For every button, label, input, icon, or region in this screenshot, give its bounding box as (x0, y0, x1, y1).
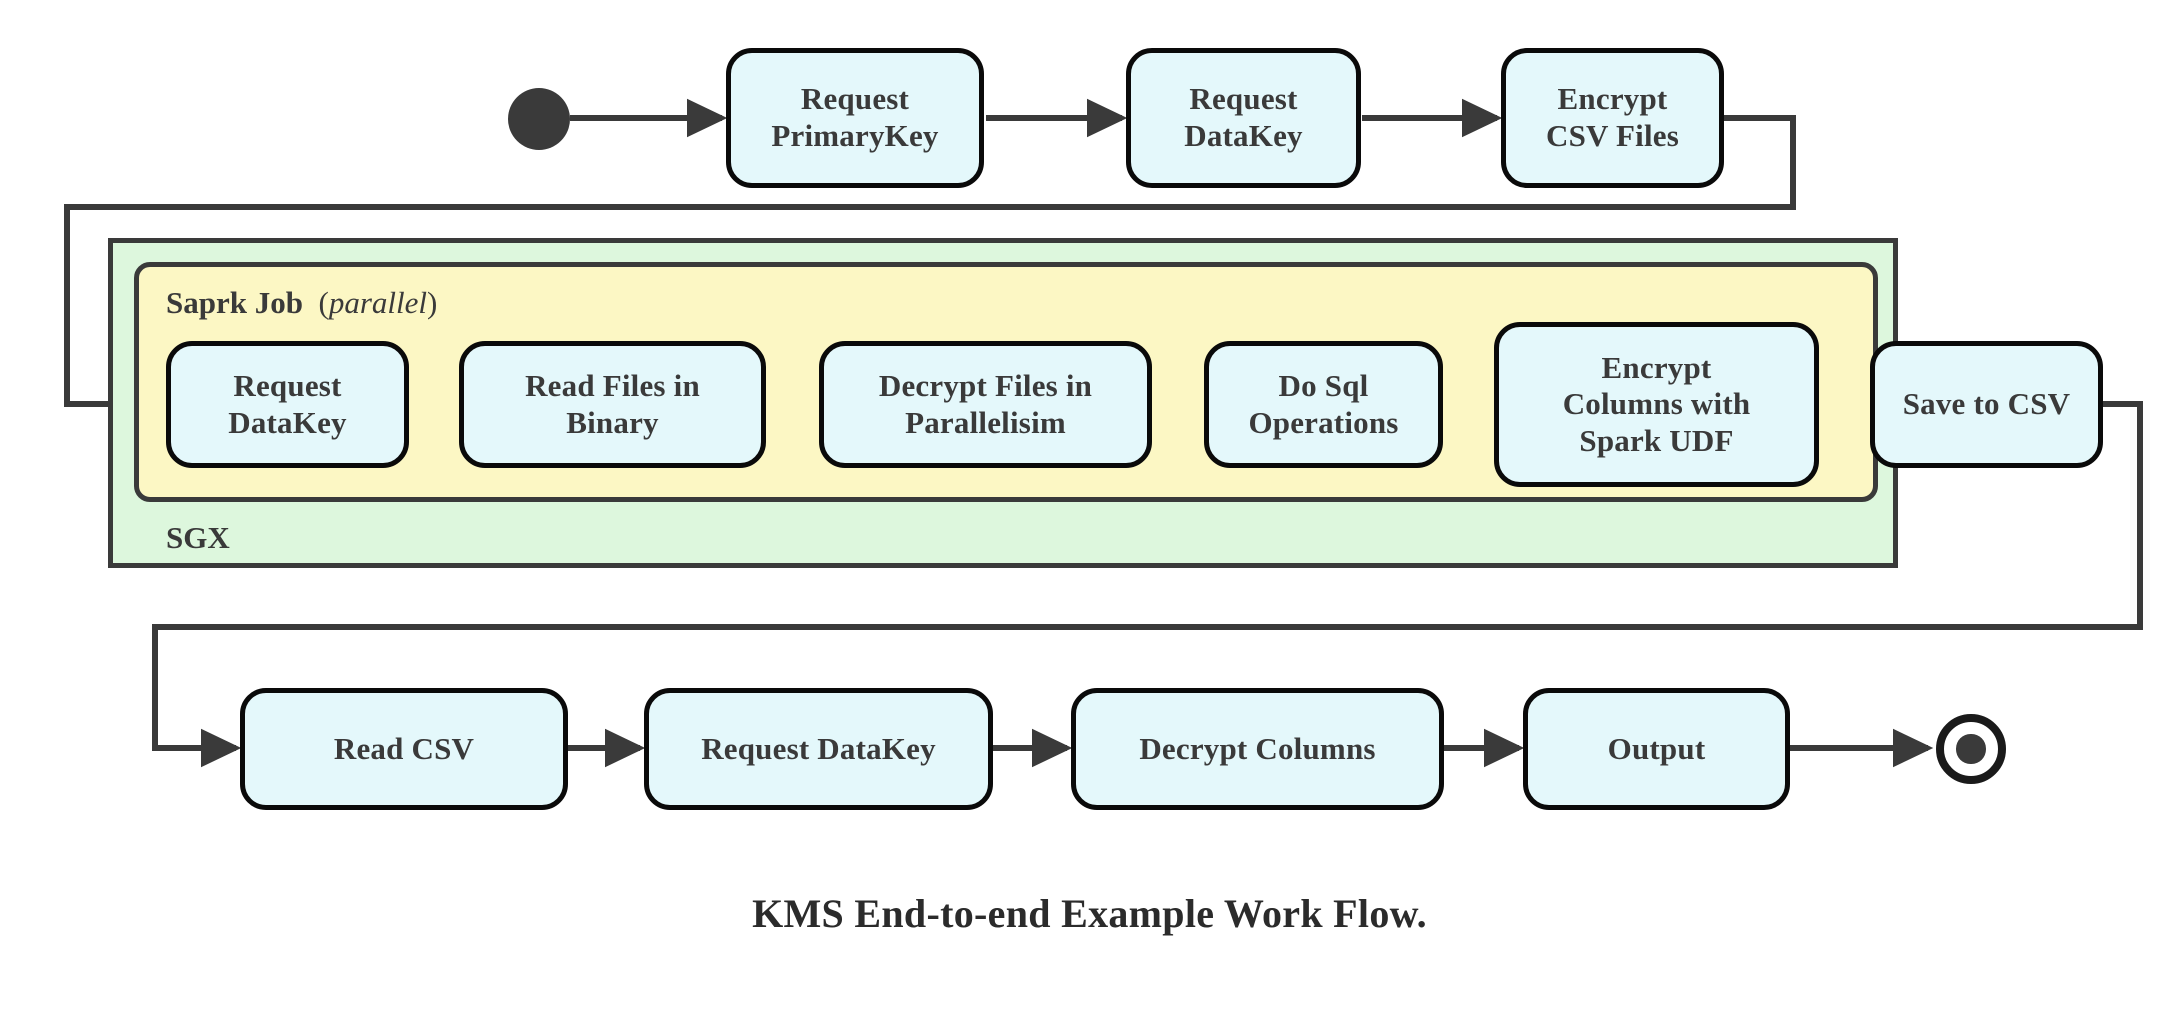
node-request-primarykey[interactable]: Request PrimaryKey (726, 48, 984, 188)
node-encrypt-csv-files[interactable]: Encrypt CSV Files (1501, 48, 1724, 188)
sgx-label: SGX (166, 520, 230, 555)
spark-job-label-paren-close: ) (426, 285, 438, 320)
node-request-datakey-top[interactable]: Request DataKey (1126, 48, 1361, 188)
node-decrypt-files-in-parallelisim[interactable]: Decrypt Files in Parallelisim (819, 341, 1152, 468)
start-node (508, 88, 570, 150)
node-output[interactable]: Output (1523, 688, 1790, 810)
node-label: Do Sql Operations (1248, 367, 1399, 440)
node-label: Request DataKey (1184, 81, 1303, 153)
node-label: Encrypt CSV Files (1546, 81, 1679, 153)
node-label: Output (1607, 730, 1706, 766)
node-save-to-csv[interactable]: Save to CSV (1870, 341, 2103, 468)
diagram-caption: KMS End-to-end Example Work Flow. (752, 891, 1427, 936)
node-label: Decrypt Columns (1139, 730, 1376, 766)
edge-encrypt-csv-to-spark-datakey (64, 115, 1796, 424)
end-node (1936, 714, 2006, 784)
node-read-files-in-binary[interactable]: Read Files in Binary (459, 341, 766, 468)
node-request-datakey-bottom[interactable]: Request DataKey (644, 688, 993, 810)
node-label: Read CSV (333, 730, 475, 766)
end-node-inner-dot (1956, 734, 1986, 764)
spark-job-label-paren-open: ( (318, 285, 329, 320)
node-label: Save to CSV (1902, 386, 2071, 422)
node-decrypt-columns[interactable]: Decrypt Columns (1071, 688, 1444, 810)
spark-job-label-italic: parallel (328, 285, 427, 320)
node-label: Request DataKey (701, 730, 936, 766)
node-label: Decrypt Files in Parallelisim (878, 367, 1093, 440)
node-label: Request PrimaryKey (771, 81, 939, 153)
spark-job-label: Saprk Job (parallel) (166, 285, 437, 321)
spark-job-label-bold: Saprk Job (166, 285, 303, 320)
edge-save-csv-to-read-csv (152, 401, 2143, 768)
node-read-csv[interactable]: Read CSV (240, 688, 568, 810)
node-do-sql-operations[interactable]: Do Sql Operations (1204, 341, 1443, 468)
node-encrypt-columns-with-spark-udf[interactable]: Encrypt Columns with Spark UDF (1494, 322, 1819, 487)
node-label: Request DataKey (228, 367, 347, 440)
node-request-datakey-spark[interactable]: Request DataKey (166, 341, 409, 468)
node-label: Encrypt Columns with Spark UDF (1562, 349, 1751, 458)
node-label: Read Files in Binary (525, 367, 700, 440)
